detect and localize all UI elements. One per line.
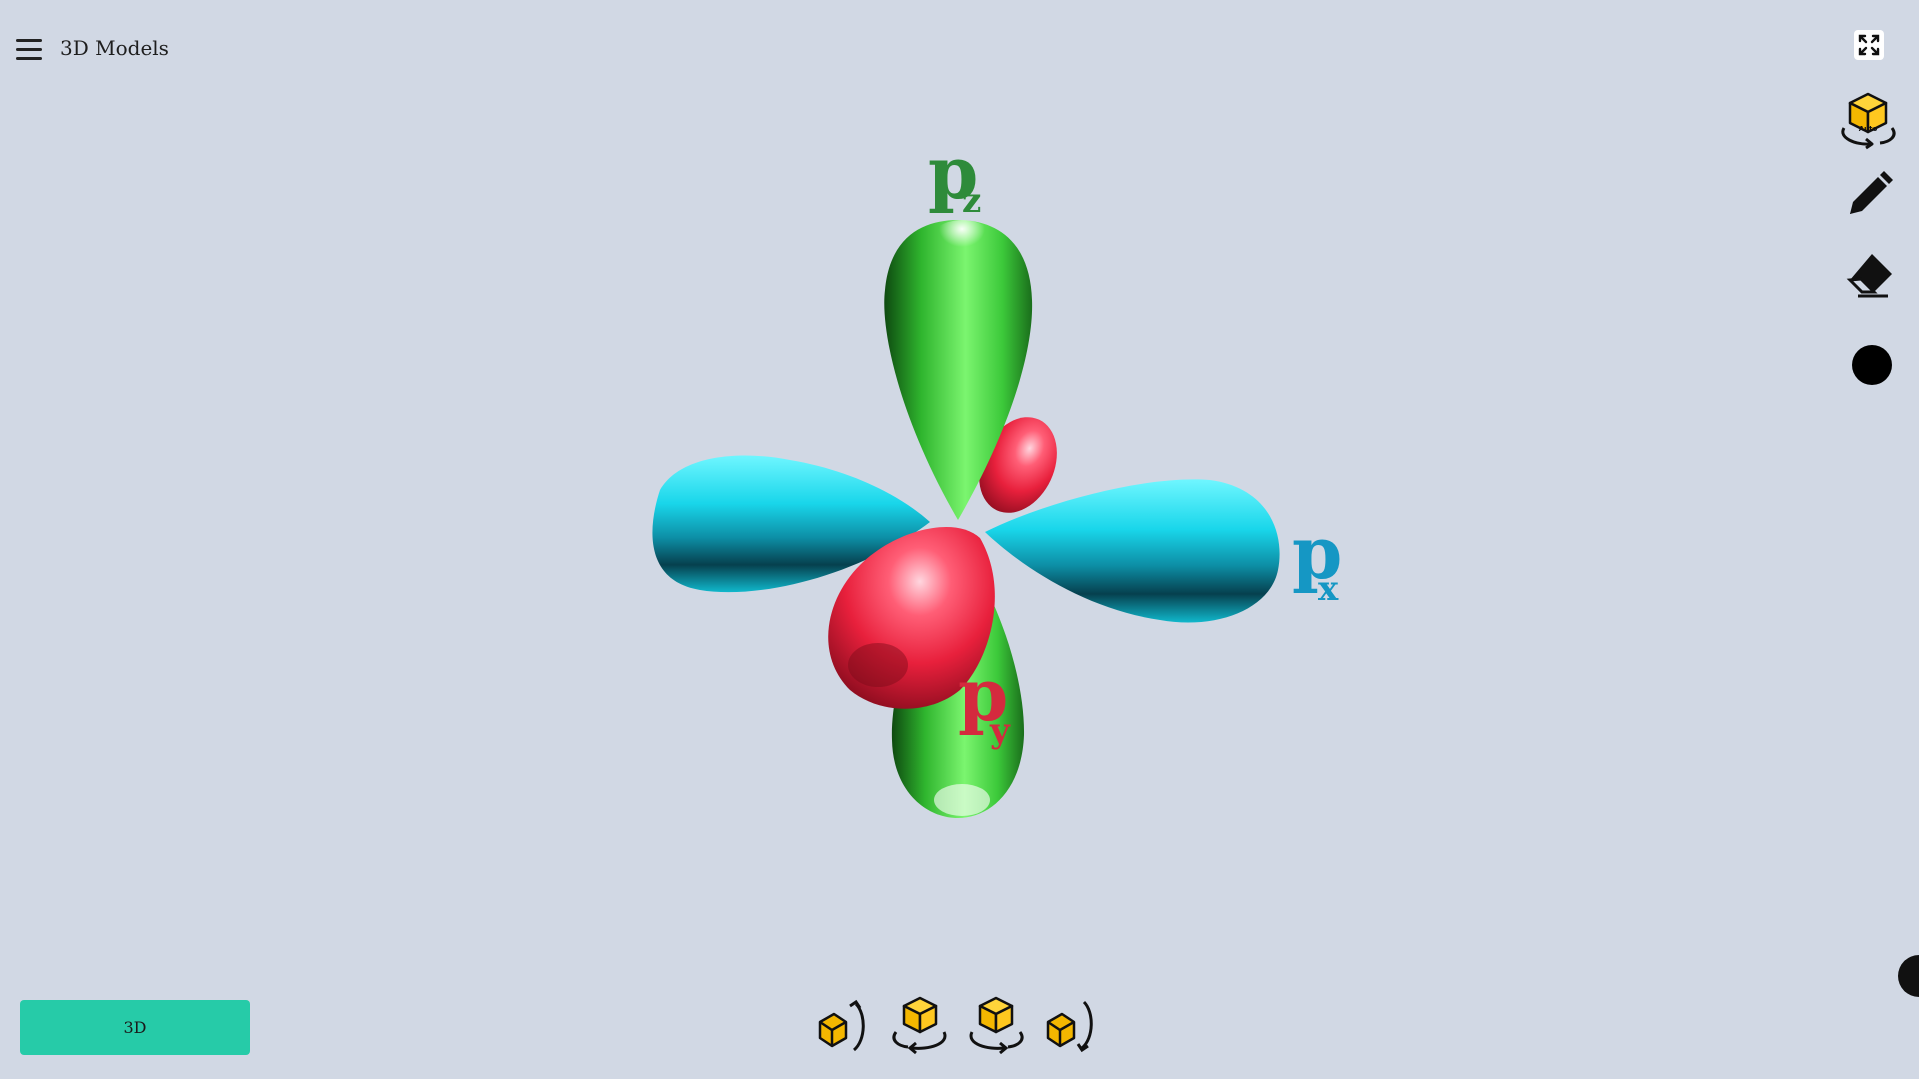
rotate-y-left-button[interactable] [888, 994, 952, 1058]
rotation-controls [812, 994, 1102, 1058]
py-label-subscript: y [989, 711, 1011, 751]
auto-rotate-button[interactable]: Auto [1836, 90, 1900, 150]
eraser-tool-button[interactable] [1844, 250, 1898, 300]
rotate-x-up-button[interactable] [812, 994, 876, 1058]
rotate-x-down-icon [1046, 1000, 1093, 1053]
rotate-y-right-icon [969, 996, 1024, 1055]
pencil-icon [1850, 171, 1893, 214]
px-lobe-left [652, 455, 930, 593]
py-lobe-front [828, 526, 995, 709]
auto-label: Auto [1859, 125, 1878, 133]
px-label-subscript: x [1318, 569, 1339, 609]
px-label-main: p [1292, 510, 1342, 595]
py-label-main: p [958, 652, 1008, 737]
px-lobe-right [985, 479, 1280, 623]
py-front-shadow [848, 643, 908, 687]
auto-rotate-cube-icon: Auto [1841, 92, 1896, 150]
hamburger-menu-button[interactable] [14, 36, 44, 62]
rotate-x-down-button[interactable] [1040, 994, 1104, 1058]
px-orbital [652, 455, 1280, 623]
view-mode-button[interactable]: 3D [20, 1000, 250, 1055]
py-lobe-back [979, 417, 1057, 513]
rotate-x-up-icon [818, 999, 865, 1052]
side-panel-toggle[interactable] [1898, 955, 1919, 997]
pen-tool-button[interactable] [1842, 168, 1896, 222]
pz-bottom-highlight [934, 784, 990, 816]
rotate-y-right-button[interactable] [964, 994, 1028, 1058]
pz-lobe-top [884, 220, 1033, 520]
rotate-y-left-icon [892, 996, 947, 1055]
pz-top-highlight [924, 220, 1000, 280]
page-title: 3D Models [60, 36, 169, 60]
pz-label-subscript: z [962, 181, 981, 221]
expand-icon [1858, 34, 1880, 56]
fullscreen-button[interactable] [1854, 30, 1884, 60]
pz-label-main: p [928, 130, 978, 215]
eraser-icon [1846, 254, 1892, 298]
color-swatch-button[interactable] [1852, 345, 1892, 385]
